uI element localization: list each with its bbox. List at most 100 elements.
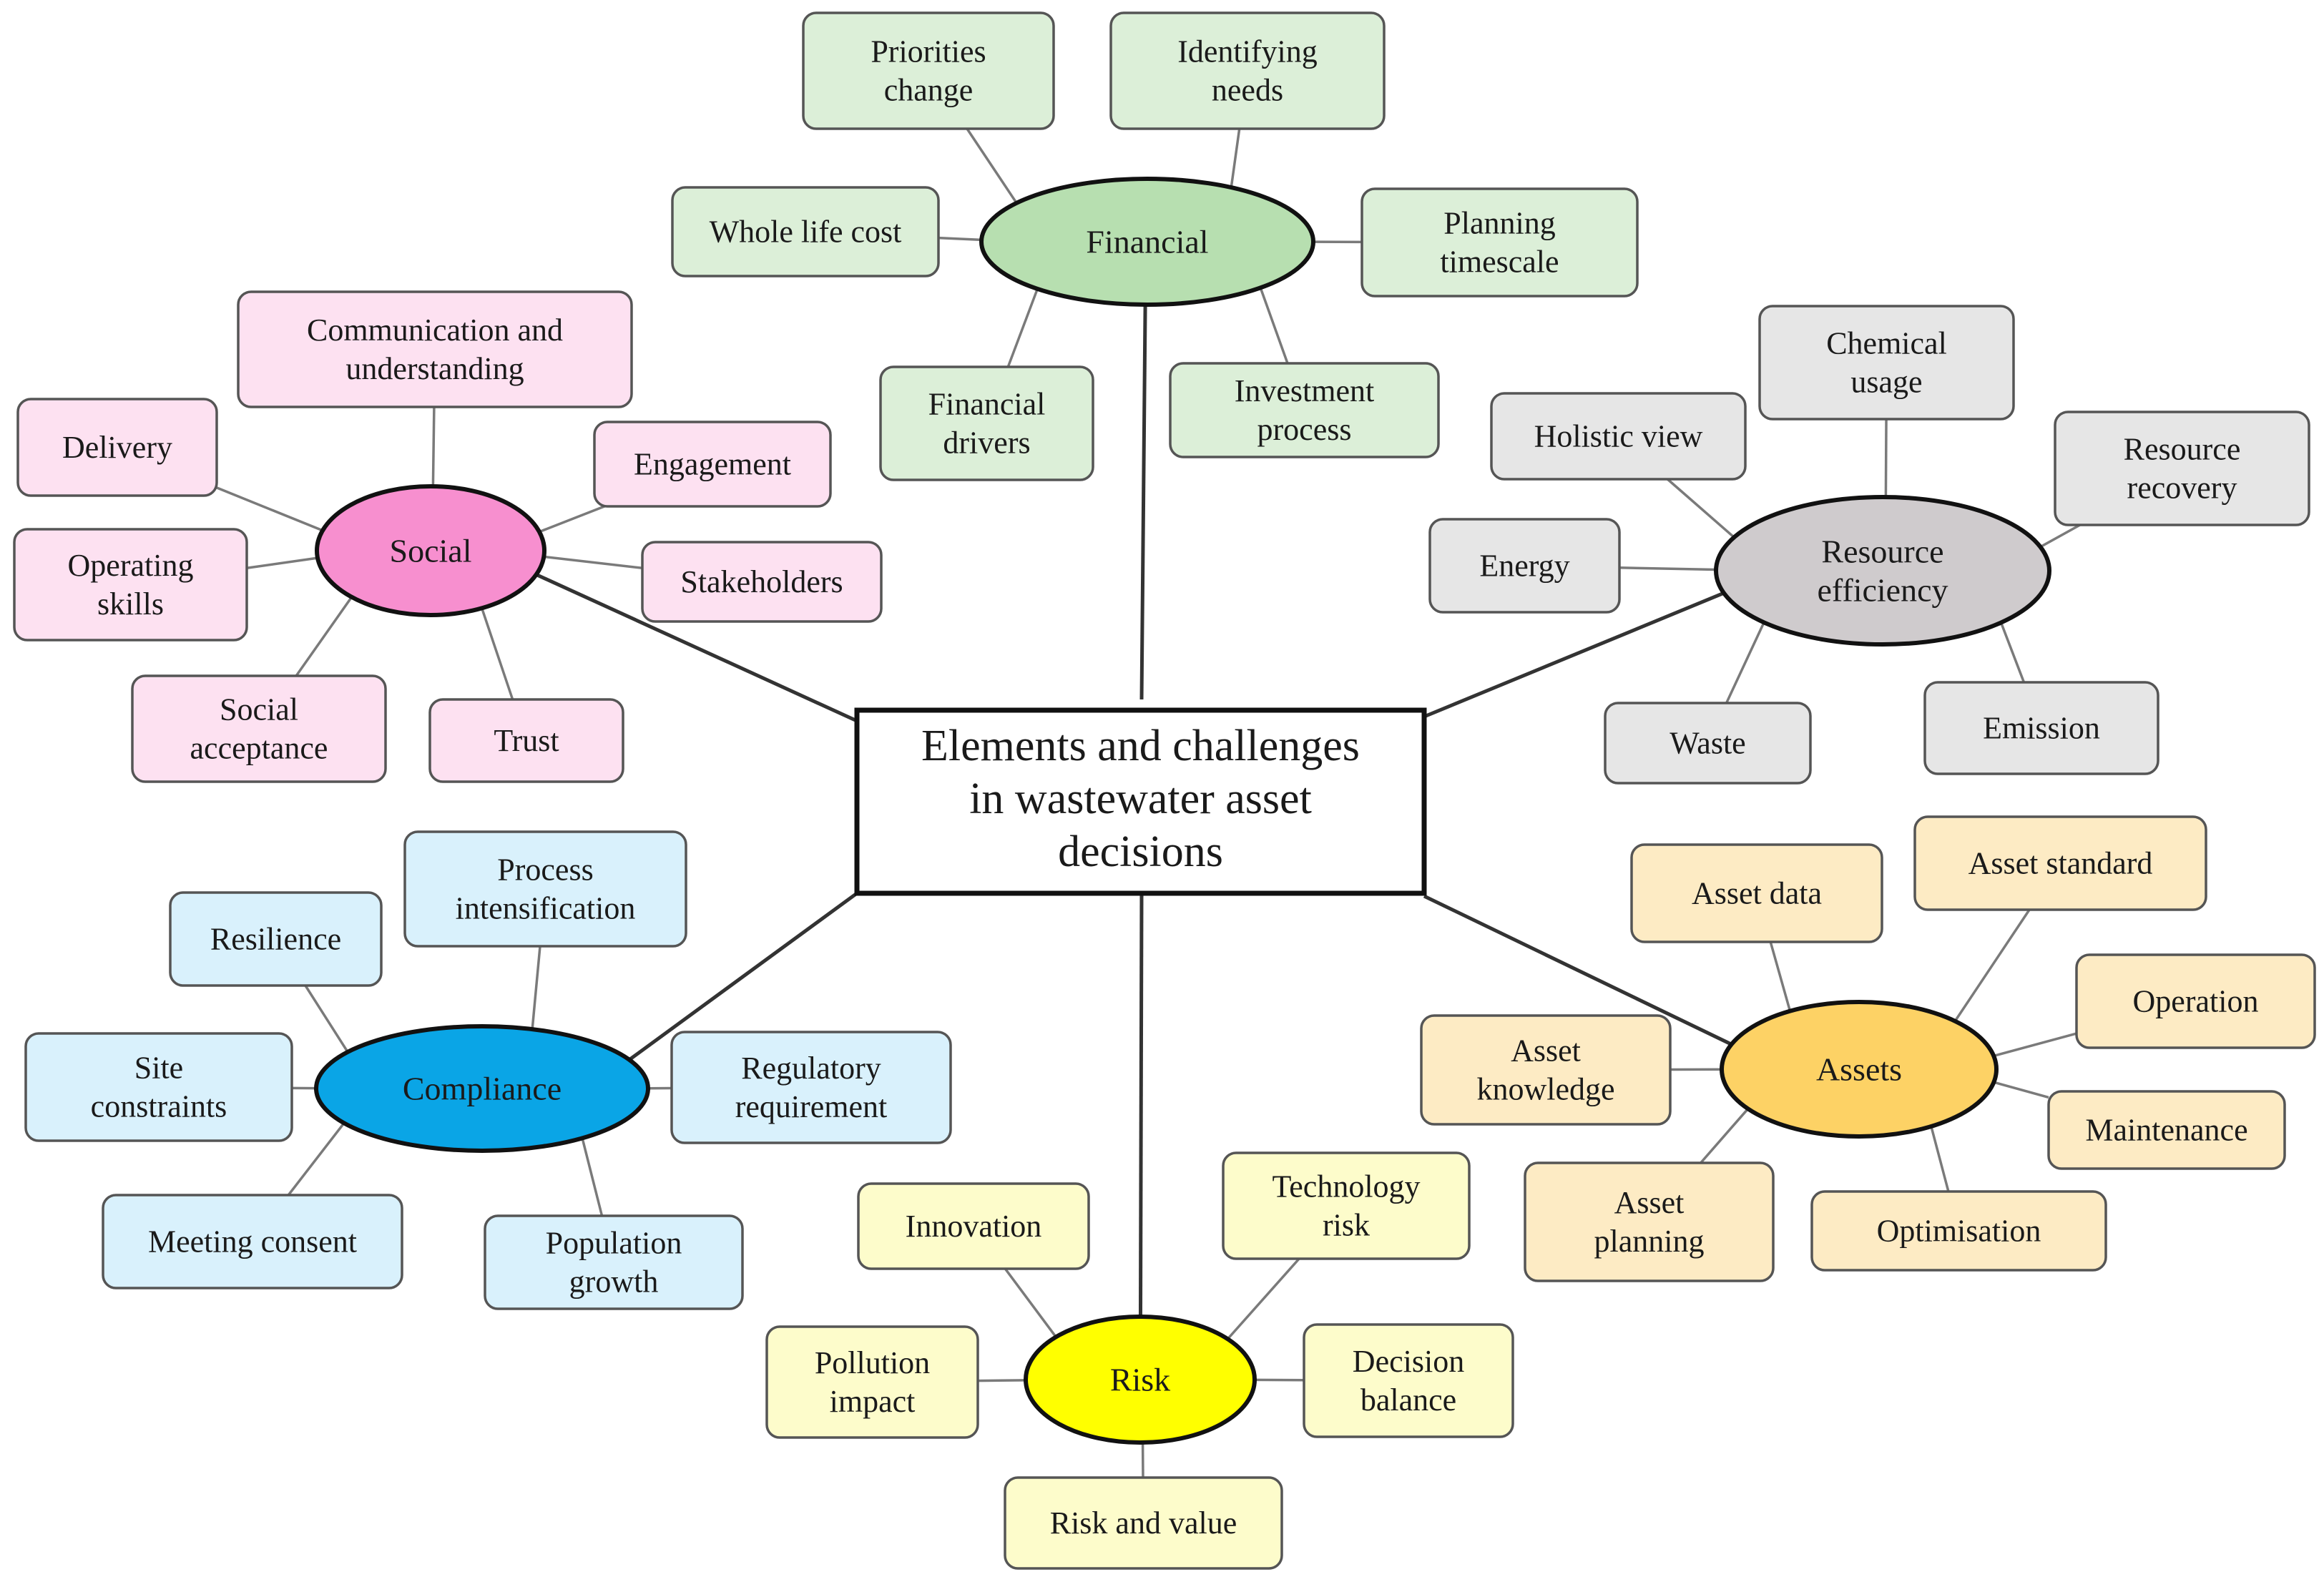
asset-planning-label: Asset <box>1614 1185 1685 1220</box>
node-resource-recovery: Resource recovery <box>2054 411 2310 526</box>
central-topic-box <box>854 707 1427 896</box>
resource-efficiency-hub-label: Resource <box>1821 534 1943 570</box>
social-stakeholders-connector <box>544 555 643 570</box>
social-trust-connector <box>480 607 514 700</box>
site-constraints-box <box>24 1032 293 1142</box>
operating-skills-box <box>13 528 248 642</box>
hub-compliance: Compliance <box>314 1024 650 1153</box>
hub-financial: Financial <box>979 177 1315 307</box>
social-hub-ellipse <box>315 484 546 617</box>
assets-asset-planning-connector <box>1700 1108 1750 1164</box>
decision-balance-box <box>1303 1323 1514 1438</box>
population-growth-box <box>484 1214 744 1310</box>
decision-balance-label: balance <box>1360 1382 1456 1418</box>
node-asset-data: Asset data <box>1630 843 1883 943</box>
optimisation-label: Optimisation <box>1877 1214 2041 1249</box>
risk-hub-label: Risk <box>1110 1362 1170 1398</box>
node-stakeholders: Stakeholders <box>641 541 883 623</box>
chemical-usage-box <box>1758 305 2015 421</box>
assets-operation-connector <box>1993 1032 2077 1058</box>
investment-process-box <box>1169 362 1440 458</box>
node-delivery: Delivery <box>16 398 218 497</box>
compliance-spoke <box>628 891 858 1061</box>
chemical-usage-label: usage <box>1850 365 1922 400</box>
assets-hub-label: Assets <box>1816 1051 1902 1088</box>
node-optimisation: Optimisation <box>1810 1190 2107 1272</box>
risk-innovation-connector <box>1004 1267 1057 1338</box>
hub-assets: Assets <box>1720 1000 1999 1139</box>
resource-efficiency-energy-connector <box>1619 566 1717 571</box>
assets-asset-data-connector <box>1769 941 1792 1012</box>
energy-box <box>1428 518 1621 614</box>
holistic-view-label: Holistic view <box>1534 419 1703 454</box>
resource-recovery-label: Resource <box>2124 432 2241 467</box>
social-social-acceptance-connector <box>295 596 353 677</box>
operating-skills-label: skills <box>97 586 164 621</box>
node-operation: Operation <box>2075 953 2316 1049</box>
financial-hub-ellipse <box>979 177 1315 307</box>
asset-standard-box <box>1913 815 2207 911</box>
process-intensification-label: Process <box>497 853 593 888</box>
compliance-hub-label: Compliance <box>403 1071 562 1107</box>
resilience-box <box>169 891 383 987</box>
operating-skills-label: Operating <box>68 548 194 583</box>
chemical-usage-label: Chemical <box>1826 326 1947 361</box>
technology-risk-label: Technology <box>1272 1169 1420 1204</box>
regulatory-requirement-box <box>670 1031 952 1144</box>
financial-drivers-label: Financial <box>928 387 1046 422</box>
node-holistic-view: Holistic view <box>1490 392 1747 481</box>
social-acceptance-box <box>131 674 387 783</box>
financial-identifying-needs-connector <box>1230 128 1241 188</box>
node-energy: Energy <box>1428 518 1621 614</box>
compliance-process-intensification-connector <box>531 945 541 1030</box>
asset-data-box <box>1630 843 1883 943</box>
investment-process-label: process <box>1257 412 1352 447</box>
resource-recovery-label: recovery <box>2127 471 2237 506</box>
resource-efficiency-holistic-view-connector <box>1667 478 1735 539</box>
financial-drivers-box <box>879 365 1094 481</box>
financial-whole-life-cost-connector <box>938 236 982 242</box>
node-meeting-consent: Meeting consent <box>102 1194 403 1289</box>
trust-label: Trust <box>494 723 559 758</box>
compliance-resilience-connector <box>304 985 349 1053</box>
social-delivery-connector <box>216 486 323 532</box>
asset-knowledge-box <box>1420 1014 1672 1126</box>
identifying-needs-box <box>1109 11 1386 130</box>
whole-life-cost-label: Whole life cost <box>710 215 902 250</box>
social-hub-label: Social <box>390 533 472 569</box>
assets-maintenance-connector <box>1993 1081 2049 1099</box>
compliance-population-growth-connector <box>581 1137 604 1217</box>
social-acceptance-label: Social <box>220 692 298 727</box>
node-emission: Emission <box>1923 681 2159 775</box>
financial-financial-drivers-connector <box>1006 288 1039 368</box>
maintenance-label: Maintenance <box>2085 1113 2247 1148</box>
energy-label: Energy <box>1479 549 1569 584</box>
risk-pollution-impact-connector <box>977 1379 1026 1382</box>
communication-and-understanding-box <box>237 290 633 408</box>
planning-timescale-label: Planning <box>1443 206 1555 241</box>
central-topic-label: decisions <box>1058 827 1223 876</box>
social-spoke <box>535 573 858 723</box>
node-maintenance: Maintenance <box>2047 1090 2286 1170</box>
emission-box <box>1923 681 2159 775</box>
asset-data-label: Asset data <box>1692 876 1822 911</box>
meeting-consent-box <box>102 1194 403 1289</box>
assets-optimisation-connector <box>1930 1126 1950 1192</box>
priorities-change-box <box>802 11 1055 130</box>
communication-and-understanding-label: understanding <box>345 351 524 386</box>
operation-box <box>2075 953 2316 1049</box>
financial-hub-label: Financial <box>1086 224 1208 260</box>
financial-spoke <box>1139 304 1147 700</box>
compliance-meeting-consent-connector <box>287 1122 345 1197</box>
